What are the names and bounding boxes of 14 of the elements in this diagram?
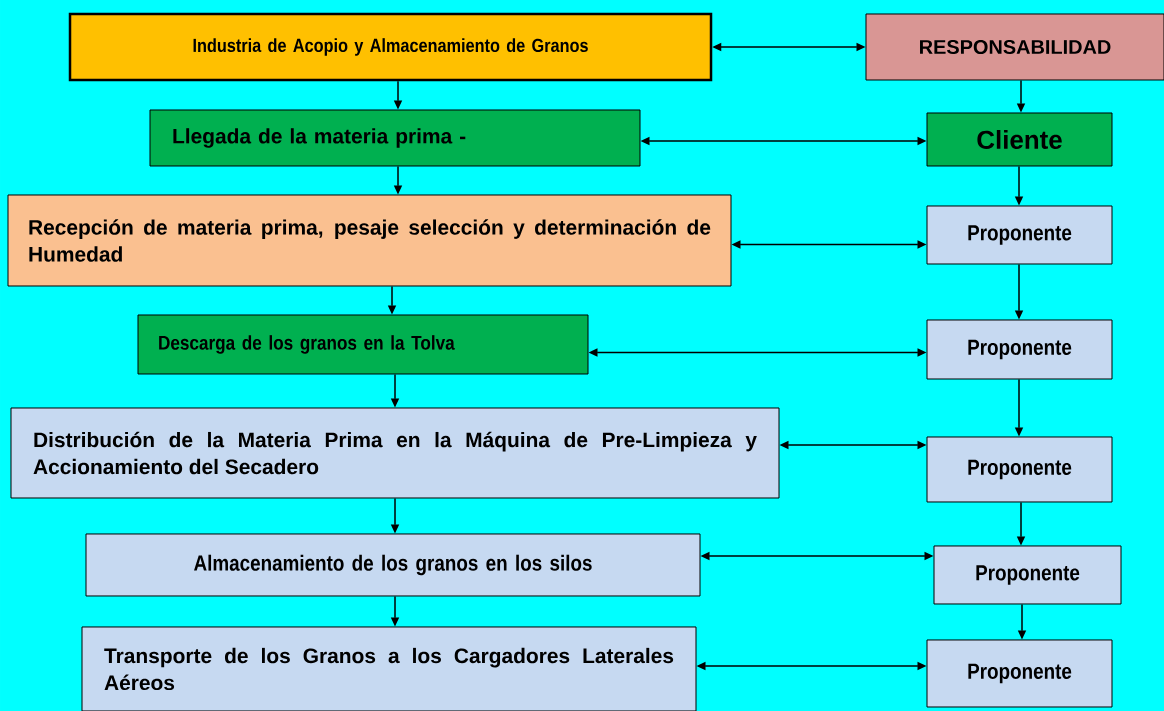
- responsibility-box: Proponente: [926, 319, 1113, 380]
- responsibility-box: Proponente: [926, 639, 1113, 708]
- responsibility-box: RESPONSABILIDAD: [865, 13, 1164, 81]
- responsibility-box: Proponente: [933, 545, 1122, 605]
- process-box: Descarga de los granos en la Tolva: [137, 314, 589, 375]
- process-box: Distribución de la Materia Prima en la Máquina de Pre-Limpieza y Accionamiento del Secadero: [10, 407, 780, 499]
- responsibility-box: Proponente: [926, 205, 1113, 265]
- process-box: Llegada de la materia prima -: [149, 109, 641, 167]
- process-box: Recepción de materia prima, pesaje selección y determinación de Humedad: [7, 194, 732, 287]
- responsibility-box: Proponente: [926, 436, 1113, 503]
- process-box: Almacenamiento de los granos en los silos: [85, 533, 701, 597]
- process-box: Industria de Acopio y Almacenamiento de Granos: [68, 12, 713, 82]
- responsibility-box: Cliente: [926, 112, 1113, 167]
- process-box: Transporte de los Granos a los Cargadores Laterales Aéreos: [81, 626, 697, 711]
